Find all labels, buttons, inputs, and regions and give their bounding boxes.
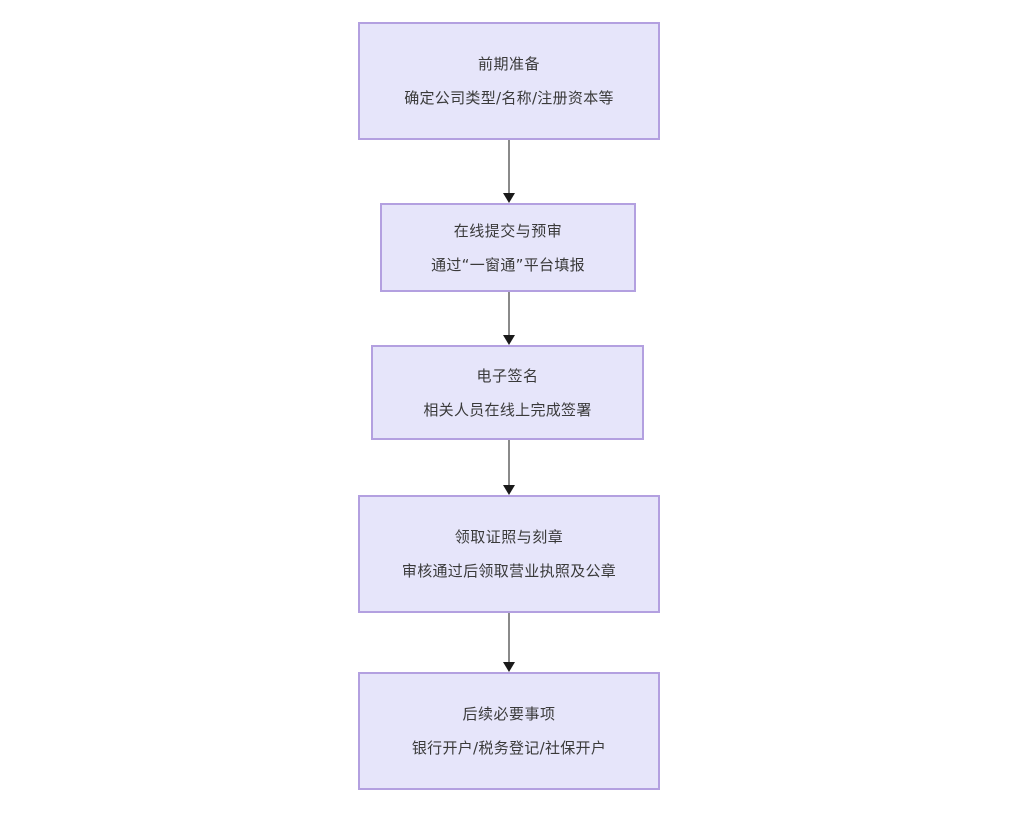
flowchart-node-online-submission[interactable]: 在线提交与预审 通过“一窗通”平台填报: [380, 203, 636, 292]
node-title: 领取证照与刻章: [454, 528, 564, 546]
node-description: 银行开户/税务登记/社保开户: [411, 739, 607, 757]
flowchart-node-license-and-seal[interactable]: 领取证照与刻章 审核通过后领取营业执照及公章: [358, 495, 660, 613]
connector-line: [508, 440, 510, 485]
node-title: 电子签名: [476, 366, 539, 385]
down-arrow-icon: [503, 335, 515, 345]
node-title: 后续必要事项: [462, 705, 556, 723]
node-description: 审核通过后领取营业执照及公章: [401, 562, 617, 580]
node-description: 确定公司类型/名称/注册资本等: [404, 89, 614, 107]
connector-line: [508, 140, 510, 193]
down-arrow-icon: [503, 193, 515, 203]
connector-line: [508, 292, 510, 335]
down-arrow-icon: [503, 485, 515, 495]
node-title: 在线提交与预审: [453, 221, 563, 240]
node-description: 通过“一窗通”平台填报: [431, 255, 585, 274]
node-title: 前期准备: [477, 55, 540, 73]
flowchart-node-electronic-signature[interactable]: 电子签名 相关人员在线上完成签署: [371, 345, 644, 440]
flowchart-node-preparation[interactable]: 前期准备 确定公司类型/名称/注册资本等: [358, 22, 660, 140]
down-arrow-icon: [503, 662, 515, 672]
connector-line: [508, 613, 510, 662]
flowchart-node-followup-items[interactable]: 后续必要事项 银行开户/税务登记/社保开户: [358, 672, 660, 790]
node-description: 相关人员在线上完成签署: [423, 400, 592, 419]
